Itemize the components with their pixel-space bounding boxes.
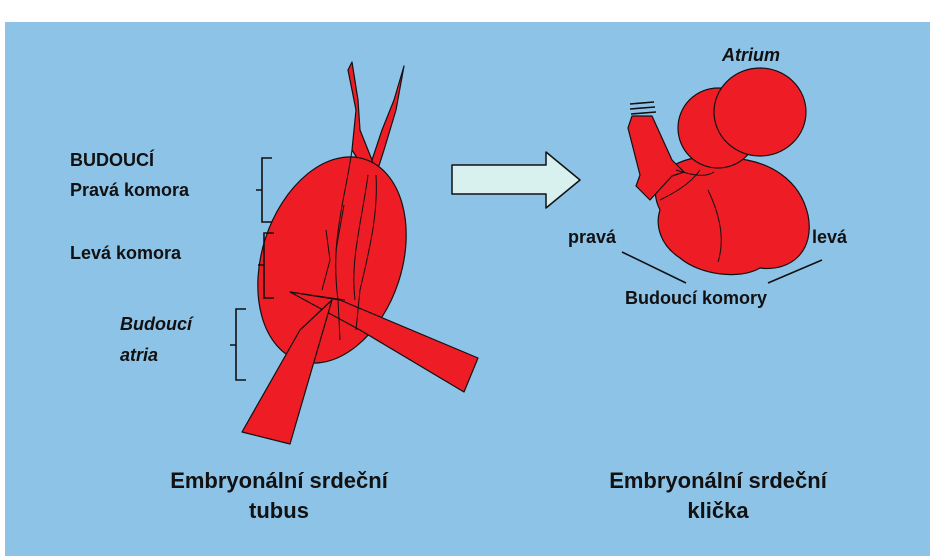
caption-klicka-line2: klička [578, 496, 858, 526]
bracket-atria [230, 309, 246, 380]
label-budouci-caps: BUDOUCÍ [70, 150, 154, 171]
label-atrium: Atrium [722, 45, 780, 66]
caption-tubus-line2: tubus [144, 496, 414, 526]
caption-tubus-line1: Embryonální srdeční [144, 466, 414, 496]
atrium-front [714, 68, 806, 156]
label-prava-komora: Pravá komora [70, 180, 189, 201]
label-budouci: Budoucí [120, 314, 192, 335]
heart-loop [628, 68, 809, 275]
caption-klicka-line1: Embryonální srdeční [578, 466, 858, 496]
transition-arrow [452, 152, 580, 208]
label-prava: pravá [568, 227, 616, 248]
outflow-ridges [630, 102, 656, 114]
caption-tubus: Embryonální srdeční tubus [144, 466, 414, 526]
caption-klicka: Embryonální srdeční klička [578, 466, 858, 526]
label-atria: atria [120, 345, 158, 366]
label-leva: levá [812, 227, 847, 248]
right-top-vessel [372, 66, 404, 175]
label-leva-komora: Levá komora [70, 243, 181, 264]
label-budouci-komory: Budoucí komory [625, 288, 767, 309]
bracket-prava-komora [256, 158, 272, 222]
